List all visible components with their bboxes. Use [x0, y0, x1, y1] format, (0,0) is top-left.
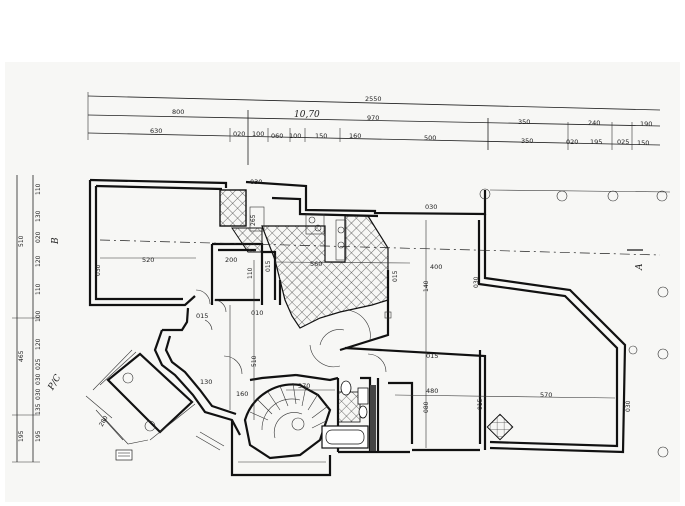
- dim-510: 510: [251, 355, 258, 367]
- dim-015-b: 015: [392, 270, 399, 282]
- bath-hatch: [337, 391, 361, 423]
- dim-top-row2-3: 100: [252, 130, 264, 138]
- dim-left-inner-2: 130: [35, 210, 42, 222]
- dim-200: 200: [225, 256, 237, 264]
- door-swings: [195, 289, 387, 375]
- dim-480: 480: [426, 387, 438, 395]
- dim-030-d: 030: [625, 400, 632, 412]
- section-mark-b: B: [51, 237, 61, 245]
- exterior-columns: [479, 188, 669, 458]
- spiral-staircase: [243, 382, 332, 460]
- terrace-edge: [489, 189, 671, 193]
- dim-left-inner-12: 195: [35, 430, 42, 442]
- dim-top-row2-7: 160: [349, 132, 361, 140]
- dim-left-inner-8: 025: [35, 358, 42, 370]
- diamond-hatch: [486, 413, 514, 441]
- dim-left-inner-9: 030: [35, 373, 42, 385]
- bathroom-fixtures: [321, 380, 376, 451]
- dim-top-row2-1: 630: [150, 127, 162, 135]
- interior-walls: [210, 242, 390, 452]
- dim-left-inner-1: 110: [35, 183, 42, 195]
- left-dimension-lines: [12, 175, 40, 463]
- dim-top-row1-2: 10,70: [294, 110, 320, 120]
- dim-015-e: 015: [196, 312, 208, 320]
- dim-110: 110: [247, 267, 254, 279]
- dim-left-inner-5: 110: [35, 283, 42, 295]
- dim-left-outer-1: 510: [18, 235, 25, 247]
- dim-top-row1-6: 190: [640, 120, 652, 128]
- dim-370: 370: [298, 382, 310, 390]
- dim-570: 570: [540, 391, 552, 399]
- dim-top-row2-10: 020: [566, 138, 578, 146]
- dim-520: 520: [142, 256, 154, 264]
- dim-top-row1-1: 800: [172, 108, 184, 116]
- dim-030-right: 030: [425, 203, 437, 211]
- dim-265: 265: [250, 214, 257, 226]
- dim-top-row2-13: 150: [637, 139, 649, 147]
- top-dimension-lines: [87, 92, 661, 165]
- chimney-hatch: [219, 189, 247, 227]
- dim-015-c: 015: [426, 352, 438, 360]
- bottom-left-fixtures: [115, 431, 225, 461]
- dim-overall: 2550: [365, 95, 382, 103]
- dim-030-top: 030: [250, 178, 262, 186]
- dim-030-left: 030: [95, 264, 102, 276]
- dim-left-inner-3: 020: [35, 231, 42, 243]
- exterior-walls: [88, 178, 627, 477]
- internal-dimension-lines: [100, 220, 616, 448]
- dim-160: 160: [236, 390, 248, 398]
- section-line-a: [99, 239, 661, 256]
- dim-560: 560: [310, 260, 322, 268]
- dim-top-row2-12: 025: [617, 138, 629, 146]
- dim-top-row2-4: 060: [271, 132, 283, 140]
- dim-left-outer-3: 195: [18, 430, 25, 442]
- dim-080: 080: [423, 401, 430, 413]
- dim-top-row1-5: 240: [588, 119, 600, 127]
- kitchen-tiled-area: [261, 215, 389, 329]
- dim-top-row2-6: 150: [315, 132, 327, 140]
- dim-top-row2-9: 350: [521, 137, 533, 145]
- kitchen-fixtures: [249, 206, 392, 319]
- dim-015-a: 015: [265, 260, 272, 272]
- dim-top-row2-8: 500: [424, 134, 436, 142]
- dim-left-inner-7: 120: [35, 338, 42, 350]
- dim-top-row2-2: 020: [233, 130, 245, 138]
- dim-left-inner-4: 120: [35, 255, 42, 267]
- angled-bedroom-block: [85, 349, 196, 445]
- dim-400: 400: [430, 263, 442, 271]
- dim-left-inner-10: 030: [35, 388, 42, 400]
- dim-top-row2-11: 195: [590, 138, 602, 146]
- dim-280: 280: [98, 414, 110, 428]
- dim-top-row2-5: 100: [289, 132, 301, 140]
- dim-015-d: 015: [477, 398, 484, 410]
- dim-left-inner-11: 135: [35, 403, 42, 415]
- dim-left-inner-6: 100: [35, 310, 42, 322]
- dim-010: 010: [251, 309, 263, 317]
- dim-left-outer-2: 465: [18, 350, 25, 362]
- section-mark-a: A: [635, 263, 645, 271]
- dim-140: 140: [423, 280, 430, 292]
- dim-top-row1-4: 350: [518, 118, 530, 126]
- dim-030-c: 030: [473, 276, 480, 288]
- dim-130: 130: [200, 378, 212, 386]
- dim-top-row1-3: 970: [367, 114, 379, 122]
